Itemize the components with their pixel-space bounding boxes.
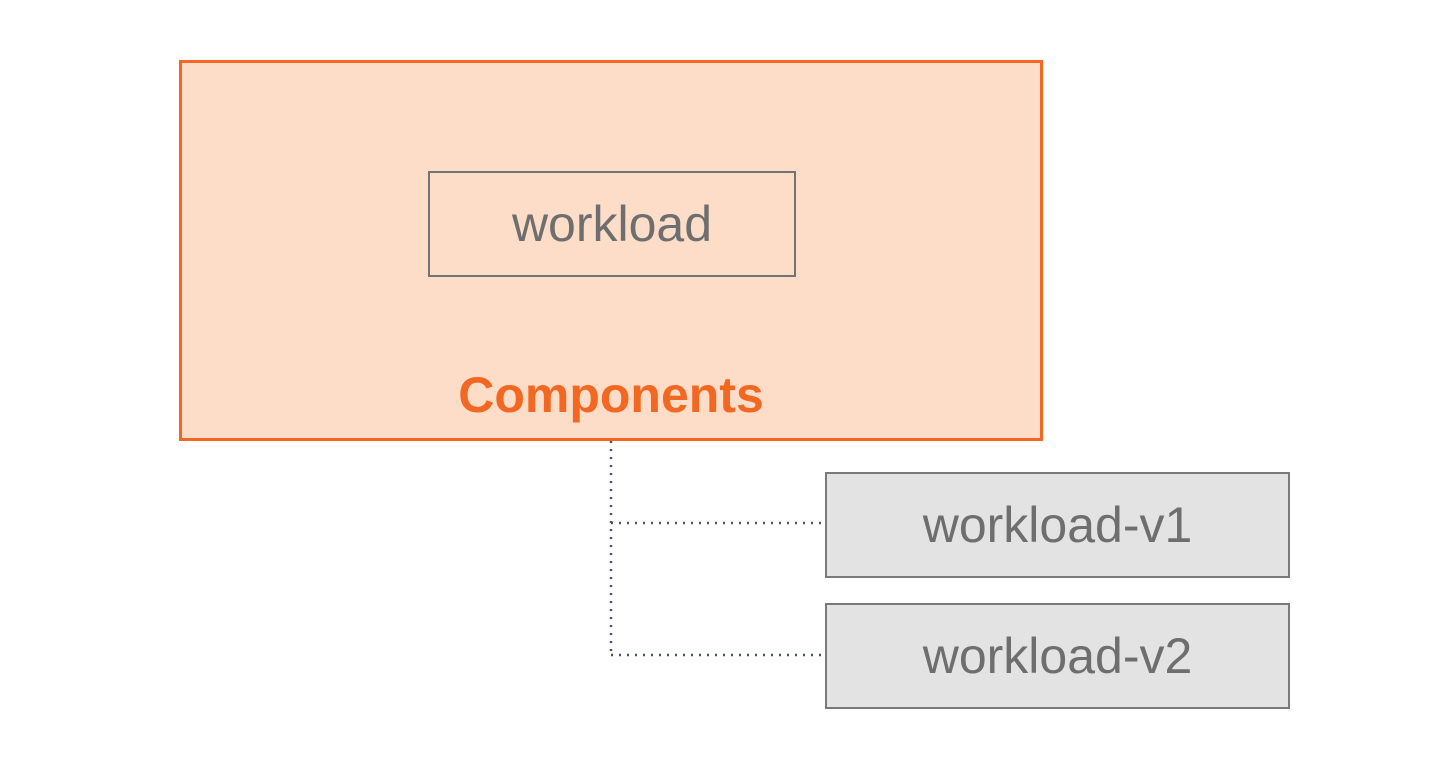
workload-node: workload	[428, 171, 796, 277]
workload-node-label: workload	[511, 196, 713, 252]
workload-v2-node: workload-v2	[825, 603, 1290, 709]
workload-v1-node: workload-v1	[825, 472, 1290, 578]
components-label: Components	[458, 367, 764, 423]
components-container	[179, 60, 1043, 441]
workload-v1-label: workload-v1	[922, 497, 1193, 553]
workload-v2-label: workload-v2	[922, 628, 1193, 684]
